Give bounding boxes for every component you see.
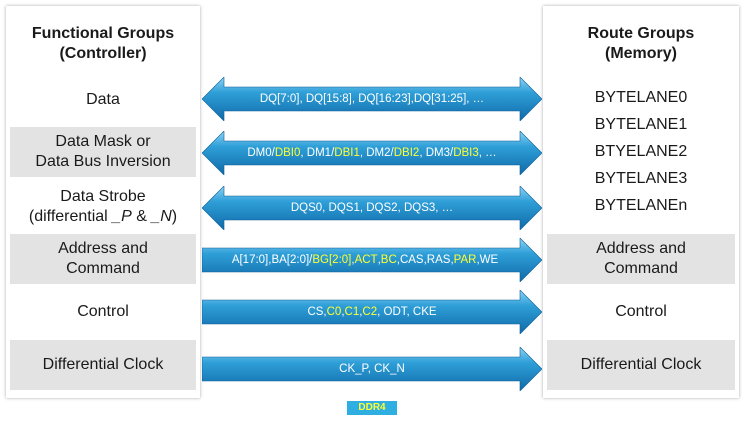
group-clock-label: Differential Clock	[42, 356, 164, 373]
group-data-strobe: Data Strobe (differential _P & _N)	[10, 182, 196, 232]
group-data-mask: Data Mask or Data Bus Inversion	[10, 127, 196, 177]
group-data-strobe-line2: (differential _P & _N)	[29, 207, 177, 227]
group-data-mask-line2: Data Bus Inversion	[35, 153, 171, 170]
signal-text: , DM3/	[419, 147, 454, 159]
data-bus-arrow: DQ[7:0], DQ[15:8], DQ[16:23],DQ[31:25], …	[202, 77, 542, 121]
group-control-label: Control	[77, 303, 129, 320]
data-mask-signals: DM0/DBI0, DM1/DBI1, DM2/DBI2, DM3/DBI3, …	[202, 131, 542, 175]
group-data-strobe-line1: Data Strobe	[60, 188, 146, 205]
highlighted-signal: DBI3	[453, 147, 479, 159]
route-address-command: Address and Command	[547, 234, 735, 284]
double-arrow-icon	[202, 131, 542, 175]
signal-text: ,CAS,RAS,	[396, 254, 454, 266]
group-address-line1: Address and	[58, 240, 148, 257]
route-groups-header: Route Groups (Memory)	[543, 14, 739, 74]
route-groups-panel: Route Groups (Memory) BYTELANE0 BYTELANE…	[543, 6, 739, 398]
signal-text: , DM2/	[359, 147, 394, 159]
highlighted-signal: DBI1	[334, 147, 360, 159]
data-mask-arrow: DM0/DBI0, DM1/DBI1, DM2/DBI2, DM3/DBI3, …	[202, 131, 542, 175]
strobe-p: _P	[112, 208, 132, 225]
data-bus-signals: DQ[7:0], DQ[15:8], DQ[16:23],DQ[31:25], …	[259, 93, 485, 105]
header-title: Functional Groups	[31, 25, 175, 42]
highlighted-signal: DBI0	[274, 147, 301, 159]
functional-groups-panel: Functional Groups (Controller) Data Data…	[6, 6, 200, 398]
route-address-line1: Address and	[596, 240, 686, 257]
right-arrow-icon	[202, 347, 542, 391]
functional-groups-header: Functional Groups (Controller)	[6, 14, 200, 74]
strobe-amp: &	[131, 208, 152, 225]
signal-text: , ODT, CKE	[377, 306, 437, 318]
signal-text: ,WE	[476, 254, 499, 266]
highlighted-signal: PAR	[453, 254, 477, 266]
ddr4-badge: DDR4	[347, 401, 397, 415]
control-signals: CS, C0, C1, C2, ODT, CKE	[202, 290, 542, 334]
group-differential-clock: Differential Clock	[10, 340, 196, 390]
strobe-prefix: (differential	[28, 208, 113, 225]
signal-text: ,	[377, 254, 381, 266]
signal-text: CS,	[307, 306, 327, 318]
highlighted-signal: BG[2:0]	[312, 254, 352, 266]
signal-text: , …	[478, 147, 497, 159]
highlighted-signal: BC	[380, 254, 397, 266]
bytelane-n: BYTELANEn	[594, 197, 688, 214]
strobe-close: )	[171, 208, 178, 225]
data-strobe-signals: DQS0, DQS1, DQS2, DQS3, …	[290, 202, 454, 214]
signal-text: DM0/	[247, 147, 275, 159]
highlighted-signal: DBI2	[393, 147, 420, 159]
group-address-line2: Command	[66, 260, 140, 277]
address-command-arrow: A[17:0],BA[2:0]/BG[2:0],ACT,BC,CAS,RAS,P…	[202, 238, 542, 282]
signal-text: , DM1/	[300, 147, 335, 159]
route-control-label: Control	[615, 303, 667, 320]
signal-text: A[17:0],BA[2:0]/	[231, 254, 313, 266]
right-arrow-icon	[202, 238, 542, 282]
group-control: Control	[10, 292, 196, 332]
double-arrow-icon	[202, 77, 542, 121]
clock-signals: CK_P, CK_N	[339, 363, 405, 375]
clock-arrow: CK_P, CK_N	[202, 347, 542, 391]
group-data-label: Data	[86, 91, 120, 108]
group-data-mask-line1: Data Mask or	[55, 133, 151, 150]
bytelanes-list: BYTELANE0 BYTELANE1 BTYELANE2 BYTELANE3 …	[547, 88, 735, 228]
highlighted-signal: ACT	[354, 254, 378, 266]
signal-text: ,	[351, 254, 355, 266]
bytelane-1: BYTELANE1	[594, 116, 688, 133]
address-command-signals: A[17:0],BA[2:0]/BG[2:0],ACT,BC,CAS,RAS,P…	[202, 238, 528, 282]
control-arrow: CS, C0, C1, C2, ODT, CKE	[202, 290, 542, 334]
header-subtitle: (Memory)	[604, 45, 677, 62]
header-subtitle: (Controller)	[59, 45, 147, 62]
route-differential-clock: Differential Clock	[547, 340, 735, 390]
bytelane-0: BYTELANE0	[594, 89, 688, 106]
route-control: Control	[547, 292, 735, 332]
data-strobe-arrow: DQS0, DQS1, DQS2, DQS3, …	[202, 186, 542, 230]
double-arrow-icon	[202, 186, 542, 230]
group-address-command: Address and Command	[10, 234, 196, 284]
bytelane-3: BYTELANE3	[594, 170, 688, 187]
header-title: Route Groups	[587, 25, 695, 42]
highlighted-signal: C0	[326, 306, 342, 318]
route-address-line2: Command	[604, 260, 678, 277]
highlighted-signal: C1	[344, 306, 360, 318]
bytelane-2: BTYELANE2	[594, 143, 688, 160]
right-arrow-icon	[202, 290, 542, 334]
strobe-n: _N	[151, 208, 172, 225]
signal-text: ,	[341, 306, 345, 318]
highlighted-signal: C2	[362, 306, 378, 318]
group-data: Data	[10, 82, 196, 118]
route-clock-label: Differential Clock	[580, 356, 702, 373]
signal-text: ,	[359, 306, 363, 318]
